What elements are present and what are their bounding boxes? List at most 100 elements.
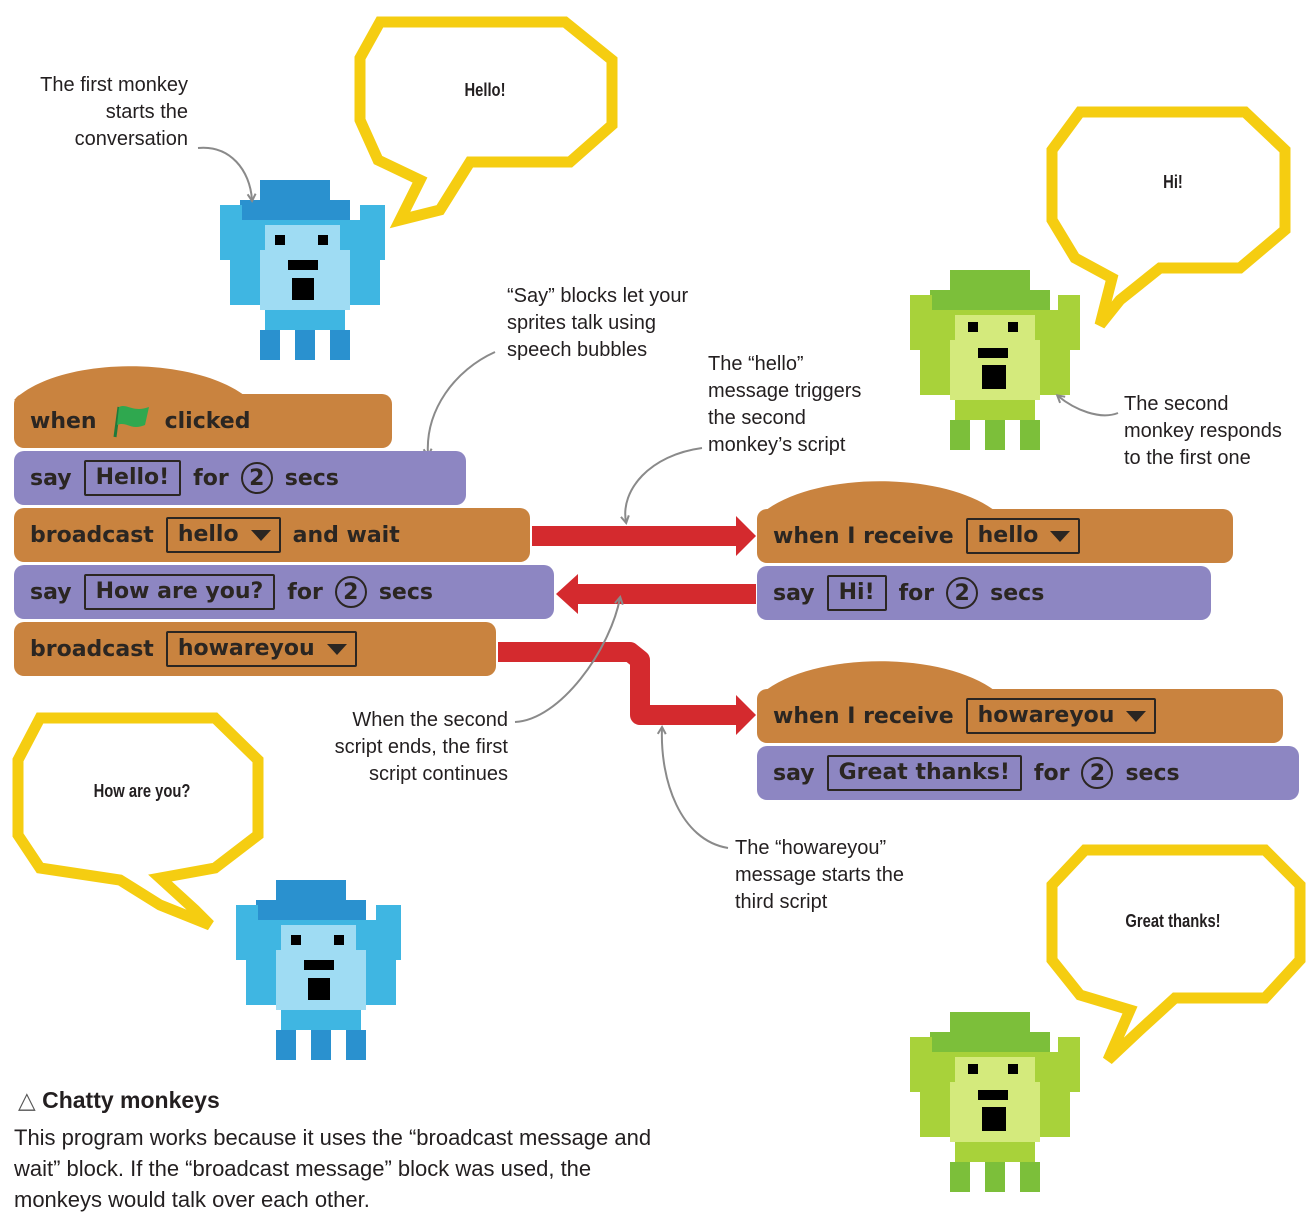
block-keyword: clicked [164, 408, 251, 434]
block-keyword: and wait [292, 522, 400, 548]
annotation-line: When the second [352, 709, 508, 731]
green-flag-icon [113, 406, 149, 438]
bubble-text-great-thanks: Great thanks! [1125, 911, 1221, 931]
broadcast-block[interactable]: broadcast howareyou [14, 622, 496, 676]
bubble-text-hello: Hello! [464, 80, 506, 100]
message-dropdown[interactable]: hello [965, 518, 1081, 554]
annotation-line: the second [708, 407, 806, 429]
annotation-say-blocks: “Say” blocks let your sprites talk using… [507, 283, 727, 364]
block-keyword: for [193, 465, 229, 491]
annotation-line: sprites talk using [507, 312, 656, 334]
block-keyword: say [773, 580, 815, 606]
message-input[interactable]: Hello! [83, 460, 182, 496]
message-dropdown[interactable]: howareyou [165, 631, 357, 667]
hat-hump-script-2 [760, 481, 1000, 515]
when-flag-clicked-block[interactable]: when clicked [14, 394, 392, 448]
annotation-line: The “hello” [708, 353, 804, 375]
annotation-first-monkey: The first monkey starts the conversation [20, 72, 188, 153]
block-keyword: secs [990, 580, 1045, 606]
annotation-second-monkey: The second monkey responds to the first … [1124, 391, 1304, 472]
block-keyword: say [773, 760, 815, 786]
say-how-are-you-block[interactable]: say How are you? for 2 secs [14, 565, 554, 619]
annotation-line: message triggers [708, 380, 862, 402]
annotation-line: The first monkey [40, 74, 188, 96]
green-monkey-sprite-1 [910, 270, 1080, 450]
blue-monkey-sprite-2 [236, 880, 401, 1060]
message-dropdown[interactable]: hello [165, 517, 281, 553]
annotation-line: “Say” blocks let your [507, 285, 689, 307]
broadcast-and-wait-block[interactable]: broadcast hello and wait [14, 508, 530, 562]
green-monkey-sprite-2 [910, 1012, 1080, 1192]
say-hello-block[interactable]: say Hello! for 2 secs [14, 451, 466, 505]
message-input[interactable]: Hi! [826, 575, 887, 611]
leader-second-monkey [1058, 396, 1119, 417]
flow-arrow-howareyou [498, 642, 756, 735]
block-keyword: say [30, 465, 72, 491]
seconds-input[interactable]: 2 [240, 462, 273, 494]
annotation-line: starts the [105, 101, 188, 123]
annotation-line: third script [735, 891, 828, 913]
annotation-line: The second [1124, 393, 1229, 415]
block-keyword: when I receive [773, 523, 954, 549]
dropdown-value: howareyou [977, 703, 1115, 728]
dropdown-value: howareyou [177, 636, 315, 661]
seconds-input[interactable]: 2 [1081, 757, 1114, 789]
annotation-line: to the first one [1124, 447, 1251, 469]
flow-arrow-return [556, 574, 756, 614]
triangle-icon: △ [18, 1087, 36, 1113]
annotation-howareyou: The “howareyou” message starts the third… [735, 835, 935, 916]
speech-bubble-great-thanks [1046, 844, 1306, 1065]
block-keyword: secs [1125, 760, 1180, 786]
block-keyword: when [30, 408, 97, 434]
dropdown-value: hello [177, 522, 239, 547]
annotation-hello-trigger: The “hello” message triggers the second … [708, 351, 898, 459]
speech-bubble-how-are-you [12, 712, 264, 931]
block-keyword: for [287, 579, 323, 605]
annotation-line: message starts the [735, 864, 904, 886]
speech-bubble-hello [354, 16, 618, 229]
message-dropdown[interactable]: howareyou [965, 698, 1157, 734]
block-keyword: secs [378, 579, 433, 605]
dropdown-arrow-icon [326, 643, 347, 655]
block-keyword: for [1033, 760, 1070, 786]
when-i-receive-hello-block[interactable]: when I receive hello [757, 509, 1233, 563]
annotation-second-ends: When the second script ends, the first s… [300, 707, 508, 788]
leader-say-blocks [428, 351, 496, 455]
hat-hump-script-1 [14, 366, 250, 400]
block-keyword: say [30, 579, 72, 605]
blue-monkey-sprite-1 [220, 180, 385, 360]
block-keyword: for [898, 580, 935, 606]
annotation-line: monkey’s script [708, 434, 846, 456]
caption-body: This program works because it uses the “… [14, 1125, 652, 1212]
annotation-line: script continues [369, 763, 508, 785]
annotation-line: monkey responds [1124, 420, 1282, 442]
hat-hump-script-3 [760, 661, 1000, 695]
annotation-line: conversation [74, 128, 188, 150]
say-great-thanks-block[interactable]: say Great thanks! for 2 secs [757, 746, 1299, 800]
message-input[interactable]: Great thanks! [826, 755, 1022, 791]
annotation-line: speech bubbles [507, 339, 648, 361]
seconds-input[interactable]: 2 [334, 576, 367, 608]
leader-howareyou [662, 728, 729, 849]
caption-title-text: Chatty monkeys [42, 1087, 220, 1113]
speech-bubble-hi [1046, 106, 1291, 329]
message-input[interactable]: How are you? [83, 574, 276, 610]
flow-arrow-hello [532, 516, 756, 556]
bubble-text-hi: Hi! [1163, 172, 1183, 192]
bubble-text-how-are-you: How are you? [93, 781, 191, 801]
dropdown-arrow-icon [1126, 710, 1147, 722]
annotation-line: The “howareyou” [735, 837, 887, 859]
dropdown-value: hello [977, 523, 1039, 548]
say-hi-block[interactable]: say Hi! for 2 secs [757, 566, 1211, 620]
when-i-receive-howareyou-block[interactable]: when I receive howareyou [757, 689, 1283, 743]
block-keyword: broadcast [30, 636, 154, 662]
seconds-input[interactable]: 2 [946, 577, 979, 609]
block-keyword: secs [284, 465, 339, 491]
block-keyword: when I receive [773, 703, 954, 729]
dropdown-arrow-icon [250, 529, 271, 541]
block-keyword: broadcast [30, 522, 154, 548]
dropdown-arrow-icon [1050, 530, 1071, 542]
leader-first-monkey [197, 146, 252, 200]
